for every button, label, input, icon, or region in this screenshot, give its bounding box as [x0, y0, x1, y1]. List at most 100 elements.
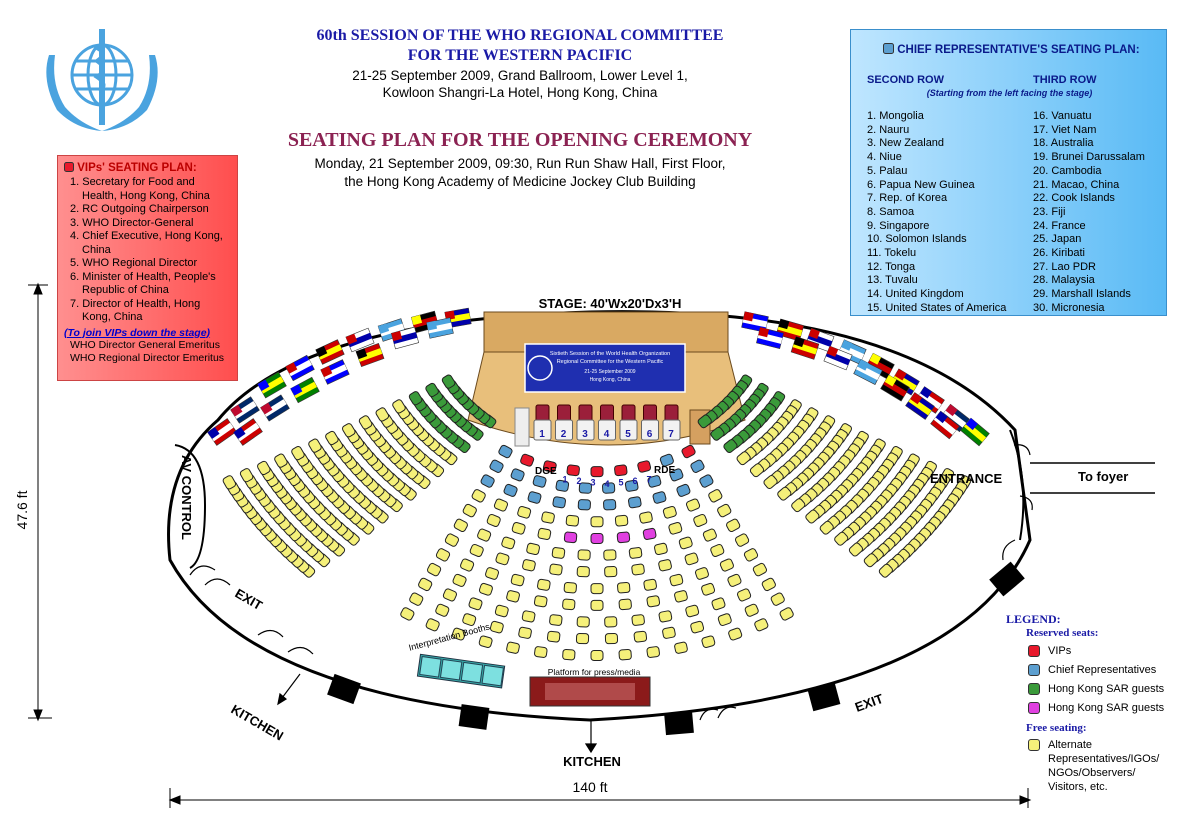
seat	[460, 558, 475, 572]
country-entry: 26. Kiribati	[1033, 247, 1085, 260]
banner-who-icon	[527, 355, 553, 381]
seat	[708, 489, 723, 503]
banner-line1: Sixtieth Session of the World Health Org…	[550, 351, 670, 357]
seat	[604, 566, 618, 578]
country-entry: 1. Mongolia	[867, 110, 924, 122]
stage-seat-number: 2	[561, 429, 567, 440]
seat	[658, 610, 673, 623]
seat	[527, 491, 542, 504]
vip-list: 1. Secretary for Food and Health, Hong K…	[64, 176, 231, 325]
country-entry: 20. Cambodia	[1033, 164, 1102, 177]
seat	[478, 582, 493, 596]
country-entry: 2. Nauru	[867, 123, 910, 136]
kitchen-bottom-label: KITCHEN	[563, 754, 621, 769]
seat	[578, 482, 592, 494]
vip-seat-number: 6	[632, 476, 637, 486]
country-entry: 17. Viet Nam	[1033, 123, 1097, 136]
country-entry: 21. Macao, China	[1033, 178, 1120, 191]
seat	[563, 581, 577, 594]
legend-free-heading: Free seating:	[1026, 722, 1087, 734]
seat	[662, 626, 676, 639]
entrance-wall	[1009, 429, 1025, 541]
seat	[575, 632, 590, 645]
seat	[427, 562, 442, 577]
width-dimension-label: 140 ft	[572, 779, 607, 795]
stage-seat-number: 4	[604, 429, 610, 440]
venue-line1: 21-25 September 2009, Grand Ballroom, Lo…	[352, 68, 688, 83]
flag-icon	[741, 311, 769, 333]
country-entry: 14. United Kingdom	[867, 288, 964, 301]
seat	[631, 614, 645, 626]
seat	[659, 453, 674, 467]
legend-label: VIPs	[1048, 645, 1072, 657]
second-row-label: SECOND ROW	[867, 74, 944, 86]
session-title: 60th SESSION OF THE WHO REGIONAL COMMITT…	[240, 26, 800, 66]
legend-item-free: Alternate Representatives/IGOs/ NGOs/Obs…	[1006, 738, 1168, 794]
vip-seat-number: 1	[562, 475, 567, 485]
seat	[489, 620, 504, 634]
country-flags	[207, 307, 990, 447]
seat	[442, 588, 457, 602]
session-title-line2: FOR THE WESTERN PACIFIC	[407, 47, 633, 64]
legend-item-hk-pink: Hong Kong SAR guests	[1006, 701, 1186, 720]
vip-seat-number: 5	[618, 478, 623, 488]
seat	[555, 479, 570, 492]
seat	[654, 542, 668, 556]
flag-icon	[355, 342, 385, 368]
seat	[537, 527, 552, 540]
podium-left	[514, 407, 530, 447]
seat	[603, 499, 617, 511]
seat	[551, 547, 566, 559]
seat	[552, 496, 566, 509]
chief-row-headers: SECOND ROW THIRD ROW	[863, 74, 1156, 88]
flag-icon	[290, 376, 320, 404]
flag-icon	[426, 317, 454, 339]
seat	[478, 635, 493, 648]
flag-icon	[207, 418, 237, 446]
seat	[590, 650, 604, 662]
seat	[848, 542, 863, 557]
seat	[522, 559, 536, 572]
stage-seat-number: 6	[647, 429, 653, 440]
seat	[763, 475, 778, 489]
seat	[752, 562, 767, 577]
seat	[480, 474, 495, 488]
seat	[493, 498, 509, 512]
legend-title: LEGEND:	[1006, 612, 1061, 626]
seat	[444, 533, 460, 547]
vip-seat-number: 4	[604, 479, 609, 489]
stage-seat-number: 7	[668, 429, 674, 440]
seat	[590, 516, 604, 528]
seat	[222, 475, 237, 490]
flag-icon	[345, 327, 375, 353]
seat	[617, 581, 631, 594]
seat	[646, 595, 661, 608]
seat	[652, 491, 667, 504]
seat	[577, 499, 591, 511]
country-entry: 16. Vanuatu	[1033, 110, 1092, 122]
vip-item: 1. Secretary for Food and Health, Hong K…	[70, 176, 210, 202]
seat	[503, 483, 518, 497]
seat	[614, 514, 629, 527]
seat	[618, 598, 632, 611]
seat	[711, 597, 726, 611]
seat-swatch-icon	[1028, 702, 1040, 714]
seat	[549, 614, 563, 626]
seat	[485, 567, 500, 580]
country-entry: 3. New Zealand	[867, 137, 945, 150]
seat	[669, 468, 684, 482]
vip-seating-panel: VIPs' SEATING PLAN: 1. Secretary for Foo…	[57, 155, 238, 381]
seat	[754, 618, 769, 632]
flag-icon	[390, 326, 420, 350]
wall-columns	[327, 561, 1025, 736]
seat	[469, 543, 484, 557]
seat	[717, 503, 732, 518]
seat	[614, 464, 628, 477]
seat	[719, 558, 734, 572]
country-entry: 23. Fiji	[1033, 205, 1066, 218]
seat	[761, 577, 776, 592]
stage-seat-card	[555, 419, 573, 441]
